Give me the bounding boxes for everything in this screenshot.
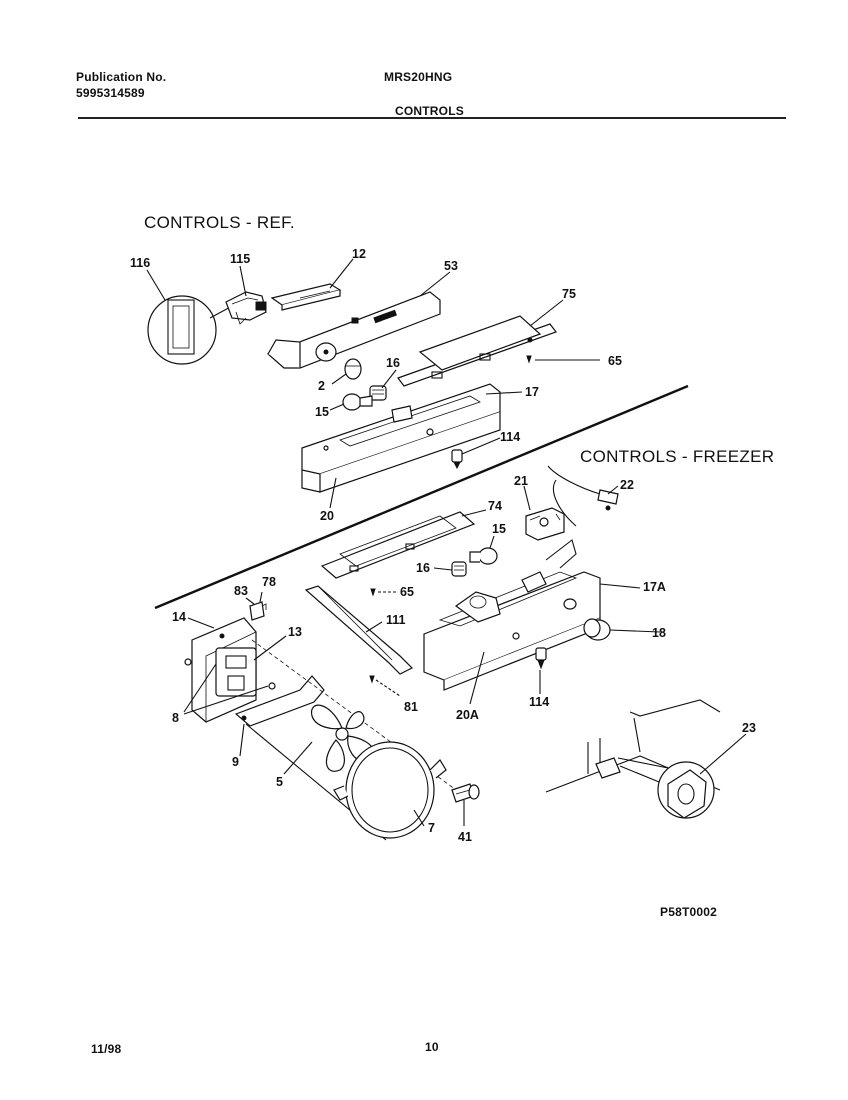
part-114-switch-freezer [535, 647, 547, 670]
callout-20a: 20A [456, 708, 479, 722]
part-16-socket-freezer [451, 561, 467, 577]
part-12-slider [270, 283, 342, 311]
callout-12: 12 [352, 247, 366, 261]
callout-74: 74 [488, 499, 502, 513]
callout-15-ref: 15 [315, 405, 329, 419]
callouts: 116 115 12 53 75 65 2 16 15 17 114 20 21… [130, 247, 756, 844]
callout-20: 20 [320, 509, 334, 523]
part-15-bulb [342, 393, 373, 411]
callout-65-ref: 65 [608, 354, 622, 368]
part-116-detail [147, 295, 237, 365]
callout-22: 22 [620, 478, 634, 492]
part-22-sensor [547, 465, 619, 527]
callout-14: 14 [172, 610, 186, 624]
callout-5: 5 [276, 775, 283, 789]
part-114-switch-ref [451, 449, 463, 470]
part-18-knob [583, 618, 661, 641]
part-15-bulb-freezer [469, 547, 498, 565]
part-75-cover [397, 315, 557, 387]
callout-17: 17 [525, 385, 539, 399]
footer-date: 11/98 [91, 1042, 122, 1056]
part-17-housing [301, 383, 501, 493]
part-41-screw [451, 783, 480, 803]
callout-7: 7 [428, 821, 435, 835]
callout-111: 111 [386, 613, 406, 627]
drawing-code: P58T0002 [660, 905, 717, 919]
callout-53: 53 [444, 259, 458, 273]
callout-115: 115 [230, 252, 250, 266]
section-title: CONTROLS [395, 104, 464, 118]
publication-number: 5995314589 [76, 86, 145, 100]
callout-23: 23 [742, 721, 756, 735]
callout-16-ref: 16 [386, 356, 400, 370]
page-number: 10 [425, 1040, 439, 1054]
part-2-knob [344, 358, 362, 380]
callout-78: 78 [262, 575, 276, 589]
part-23-detail [545, 699, 721, 819]
callout-114-ref: 114 [500, 430, 520, 444]
callout-16-freezer: 16 [416, 561, 430, 575]
part-83-clip [249, 601, 267, 621]
publication-label: Publication No. [76, 70, 167, 84]
callout-8: 8 [172, 711, 179, 725]
freezer-section-title: CONTROLS - FREEZER [580, 447, 775, 466]
callout-2: 2 [318, 379, 325, 393]
callout-9: 9 [232, 755, 239, 769]
callout-21: 21 [514, 474, 528, 488]
callout-75: 75 [562, 287, 576, 301]
callout-13: 13 [288, 625, 302, 639]
callout-81: 81 [404, 700, 418, 714]
part-21-thermostat [525, 507, 565, 541]
callout-17a: 17A [643, 580, 666, 594]
ref-section-title: CONTROLS - REF. [144, 213, 295, 232]
model-number: MRS20HNG [384, 70, 453, 84]
part-13-motor [215, 647, 257, 697]
header-rule [78, 117, 786, 119]
section-divider [154, 384, 689, 610]
callout-41: 41 [458, 830, 472, 844]
callout-83: 83 [234, 584, 248, 598]
part-53-housing [266, 291, 441, 369]
part-111-rod [304, 585, 414, 675]
callout-116: 116 [130, 256, 150, 270]
part-65-screw-ref [526, 355, 600, 364]
part-16-socket [369, 385, 387, 401]
callout-15-freezer: 15 [492, 522, 506, 536]
part-74-plate [320, 511, 476, 579]
part-115-bracket [225, 291, 267, 325]
leader-lines [146, 258, 747, 827]
part-8-strap [234, 675, 325, 727]
part-7-fan-shroud [333, 741, 447, 839]
part-65-screw-freezer [370, 588, 398, 597]
part-17a-housing [423, 539, 601, 691]
callout-65-freezer: 65 [400, 585, 414, 599]
part-81-screw [369, 675, 401, 697]
callout-114-freezer: 114 [529, 695, 549, 709]
callout-18: 18 [652, 626, 666, 640]
